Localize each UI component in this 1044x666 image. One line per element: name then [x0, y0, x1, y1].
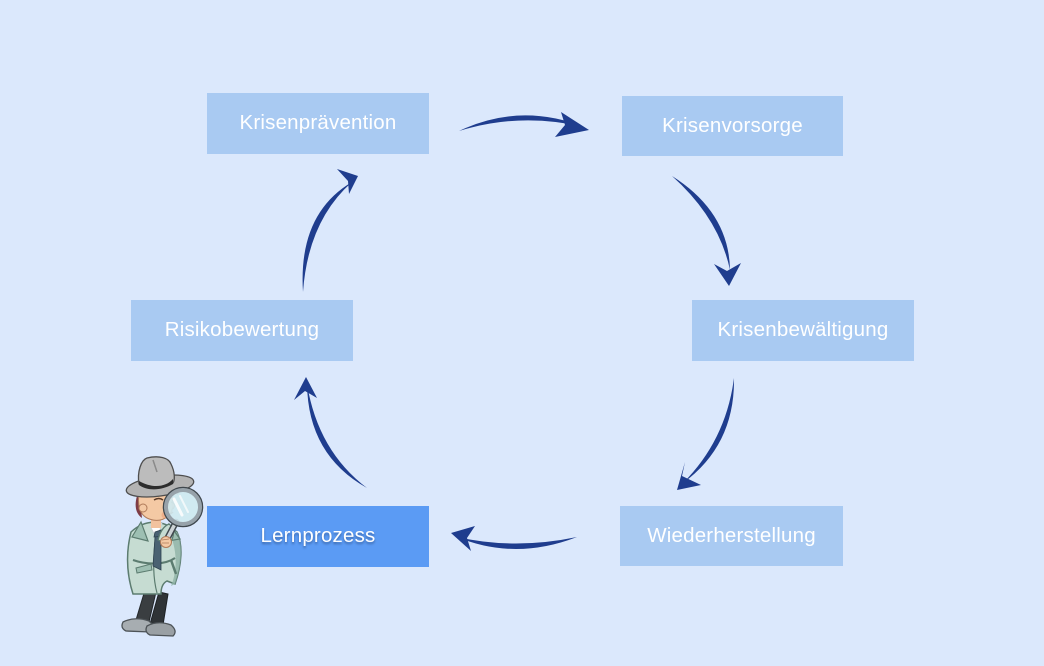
- node-label: Krisenvorsorge: [662, 113, 803, 137]
- magnifier-highlight: [172, 497, 184, 517]
- detective-shoe: [145, 622, 176, 637]
- node-wiederherstellung[interactable]: Wiederherstellung: [620, 506, 843, 566]
- detective-hand: [160, 536, 172, 548]
- node-krisenvorsorge[interactable]: Krisenvorsorge: [622, 96, 843, 156]
- magnifier-highlight: [179, 495, 189, 513]
- detective-coat-shadow: [169, 532, 181, 586]
- detective-hat-band: [139, 479, 173, 490]
- arrow-right-lower: [677, 378, 735, 490]
- arrow-top: [459, 112, 589, 137]
- arrow-right-upper: [672, 176, 741, 286]
- node-risikobewertung[interactable]: Risikobewertung: [131, 300, 353, 361]
- detective-illustration: [121, 456, 204, 637]
- node-label: Krisenbewältigung: [717, 318, 889, 342]
- node-krisenbewaeltigung[interactable]: Krisenbewältigung: [692, 300, 914, 361]
- node-label: Wiederherstellung: [647, 523, 816, 547]
- arrow-left-lower: [294, 377, 367, 488]
- detective-belt-end: [169, 559, 178, 575]
- magnifier-rim-outer: [162, 486, 204, 528]
- detective-hat-crease: [152, 459, 158, 473]
- arrow-left-upper: [302, 169, 358, 292]
- detective-ear: [138, 503, 148, 513]
- arrow-bottom: [451, 526, 577, 551]
- node-label: Risikobewertung: [164, 318, 320, 342]
- detective-pocket: [135, 563, 153, 574]
- node-krisenpraevention[interactable]: Krisenprävention: [207, 93, 429, 154]
- node-label: Lernprozess: [260, 524, 376, 548]
- detective-collar: [131, 520, 149, 542]
- detective-closed-eye: [153, 497, 164, 501]
- node-label: Krisenprävention: [239, 111, 397, 135]
- node-lernprozess[interactable]: Lernprozess: [207, 506, 429, 567]
- detective-fingers: [161, 538, 170, 544]
- magnifier-lens: [164, 488, 202, 526]
